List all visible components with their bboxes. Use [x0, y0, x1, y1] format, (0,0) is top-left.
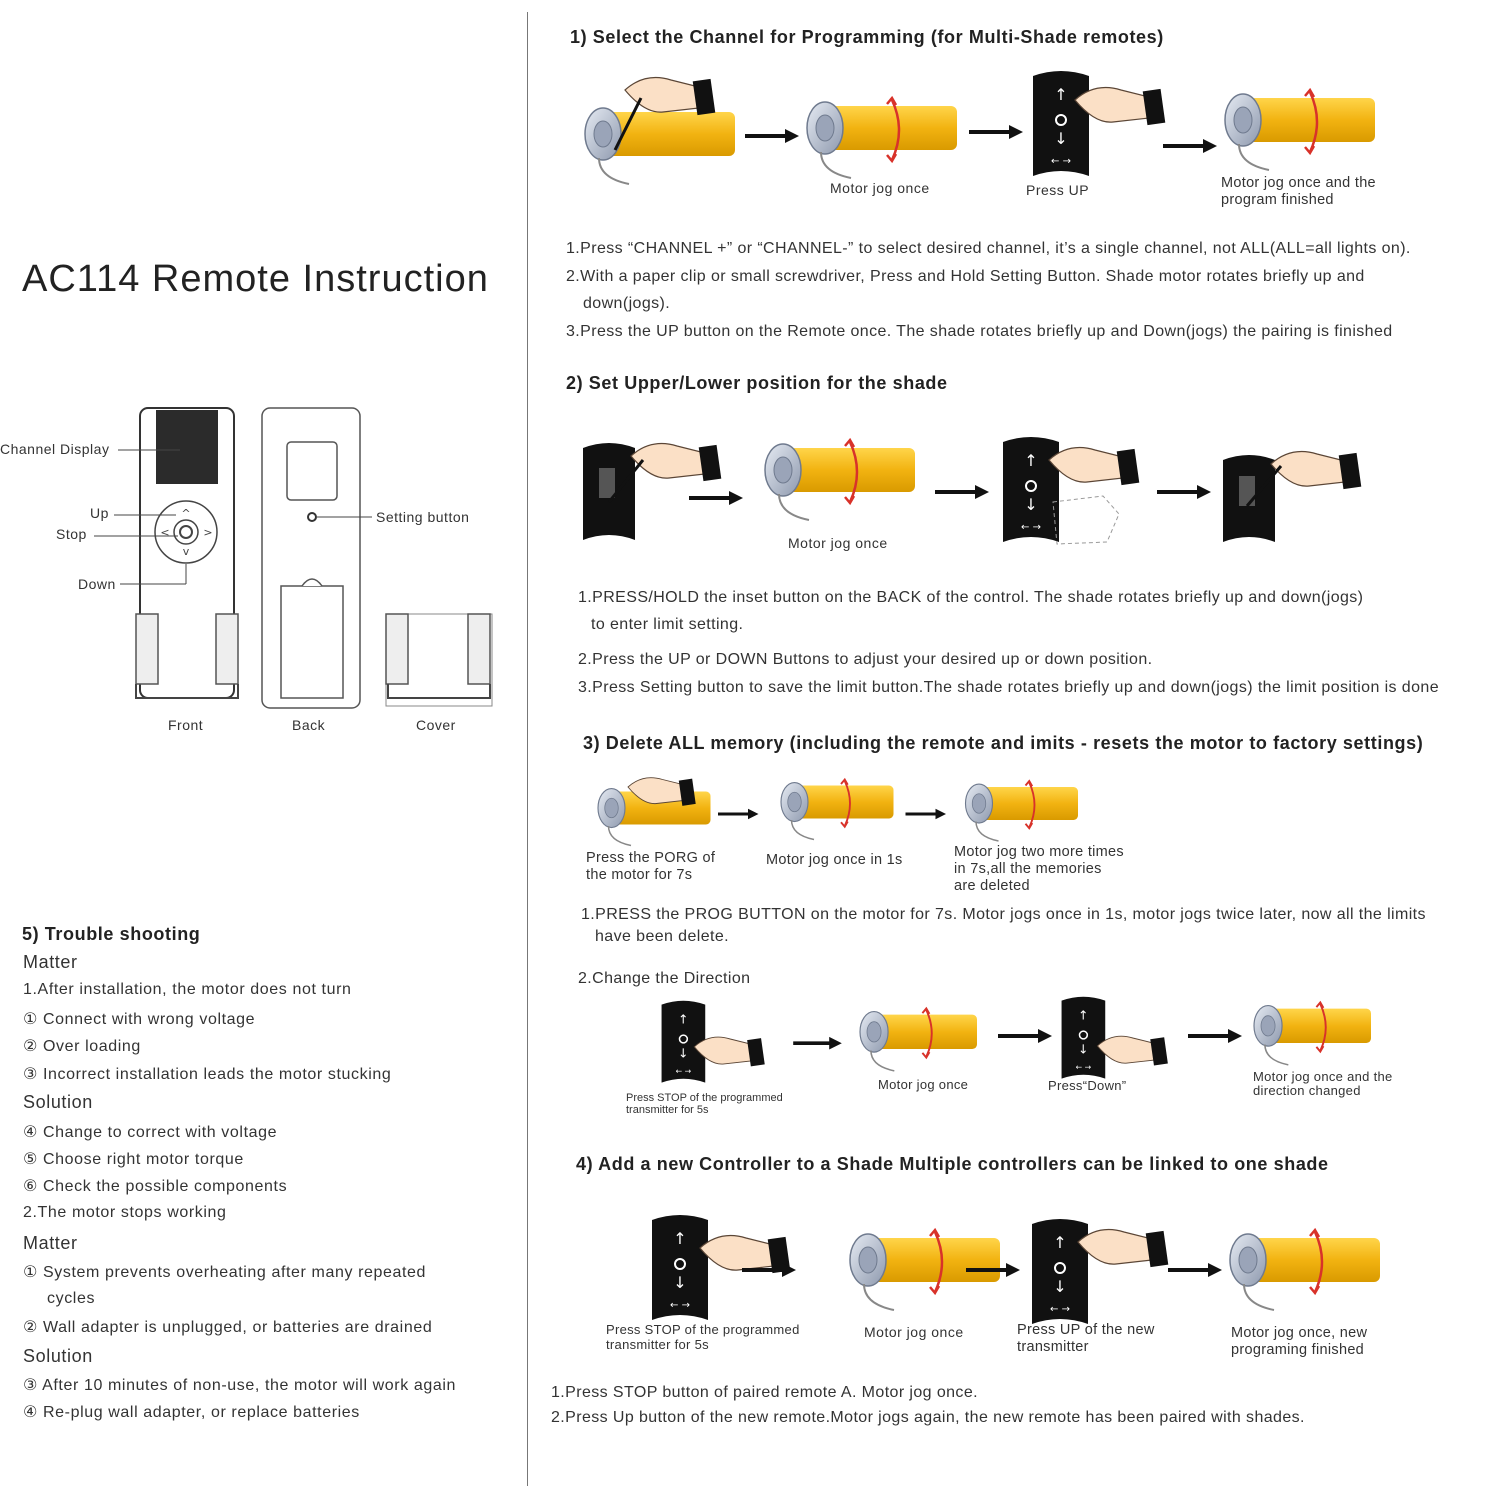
svg-text:v: v [183, 545, 190, 558]
trouble-line: ② Over loading [23, 1038, 141, 1055]
s3-step: 1.PRESS the PROG BUTTON on the motor for… [581, 906, 1426, 923]
page-title: AC114 Remote Instruction [22, 258, 489, 300]
trouble-line: ④ Re-plug wall adapter, or replace batte… [23, 1404, 360, 1421]
svg-text:^: ^ [181, 507, 190, 520]
dir-caption: Press“Down” [1048, 1078, 1127, 1093]
trouble-line: Solution [23, 1346, 93, 1366]
s1-caption: Motor jog once [830, 180, 930, 196]
s1-step: 3.Press the UP button on the Remote once… [566, 323, 1393, 340]
trouble-line: ④ Change to correct with voltage [23, 1124, 278, 1141]
trouble-line: ② Wall adapter is unplugged, or batterie… [23, 1319, 433, 1336]
trouble-line: ① Connect with wrong voltage [23, 1011, 256, 1028]
trouble-line: Matter [23, 952, 78, 972]
trouble-line: Solution [23, 1092, 93, 1112]
s2-step: 1.PRESS/HOLD the inset button on the BAC… [578, 589, 1364, 606]
s4-step: 2.Press Up button of the new remote.Moto… [551, 1409, 1305, 1426]
dir-caption: Motor jog once and the direction changed [1253, 1069, 1393, 1098]
trouble-line: Matter [23, 1233, 78, 1253]
s3-step: 2.Change the Direction [578, 970, 751, 987]
dir-caption: Press STOP of the programmed transmitter… [626, 1092, 783, 1116]
section1-heading: 1) Select the Channel for Programming (f… [570, 27, 1164, 47]
trouble-line: ① System prevents overheating after many… [23, 1264, 427, 1281]
section4-heading: 4) Add a new Controller to a Shade Multi… [576, 1154, 1329, 1174]
dir-caption: Motor jog once [878, 1077, 969, 1092]
s2-step: 3.Press Setting button to save the limit… [578, 679, 1439, 696]
label-back: Back [292, 717, 326, 733]
section4-illustration [651, 1214, 1381, 1325]
label-setting-button: Setting button [376, 509, 470, 525]
s1-step: down(jogs). [583, 295, 671, 312]
label-cover: Cover [416, 717, 456, 733]
s4-step: 1.Press STOP button of paired remote A. … [551, 1384, 978, 1401]
trouble-line: ③ Incorrect installation leads the motor… [23, 1066, 392, 1083]
label-up: Up [90, 505, 109, 521]
section1-illustration [584, 70, 1376, 185]
trouble-line: 1.After installation, the motor does not… [23, 981, 352, 998]
svg-text:>: > [203, 526, 212, 539]
s1-caption: Motor jog once and the program finished [1221, 175, 1376, 207]
label-down: Down [78, 576, 116, 592]
section2-heading: 2) Set Upper/Lower position for the shad… [566, 373, 948, 393]
section5-heading: 5) Trouble shooting [22, 924, 201, 944]
remote-diagram: ^ v < > [94, 407, 493, 709]
s2-step: to enter limit setting. [591, 616, 744, 633]
s3-caption: Press the PORG of the motor for 7s [586, 850, 716, 883]
section2-illustration [583, 436, 1362, 545]
s3-caption: Motor jog two more times in 7s,all the m… [954, 844, 1124, 894]
s3-caption: Motor jog once in 1s [766, 852, 903, 868]
label-channel-display: Channel Display [0, 441, 110, 457]
s4-caption: Motor jog once [864, 1324, 964, 1340]
s2-step: 2.Press the UP or DOWN Buttons to adjust… [578, 651, 1153, 668]
trouble-line: ③ After 10 minutes of non-use, the motor… [23, 1377, 457, 1394]
s3-step: have been delete. [595, 928, 730, 945]
s1-step: 1.Press “CHANNEL +” or “CHANNEL-” to sel… [566, 240, 1411, 257]
s1-step: 2.With a paper clip or small screwdriver… [566, 268, 1365, 285]
divider-line [527, 12, 528, 1486]
s4-caption: Press UP of the new transmitter [1017, 1322, 1155, 1355]
label-stop: Stop [56, 526, 87, 542]
trouble-line: 2.The motor stops working [23, 1204, 227, 1221]
trouble-line: ⑥ Check the possible components [23, 1178, 288, 1195]
label-front: Front [168, 717, 204, 733]
s2-caption: Motor jog once [788, 535, 888, 551]
s1-caption: Press UP [1026, 182, 1090, 198]
trouble-line: cycles [47, 1290, 96, 1307]
s4-caption: Motor jog once, new programing finished [1231, 1325, 1368, 1358]
trouble-line: ⑤ Choose right motor torque [23, 1151, 244, 1168]
s4-caption: Press STOP of the programmed transmitter… [606, 1322, 800, 1352]
section3-illustration [597, 777, 1079, 847]
svg-text:<: < [160, 526, 169, 539]
section3-heading: 3) Delete ALL memory (including the remo… [583, 733, 1424, 753]
